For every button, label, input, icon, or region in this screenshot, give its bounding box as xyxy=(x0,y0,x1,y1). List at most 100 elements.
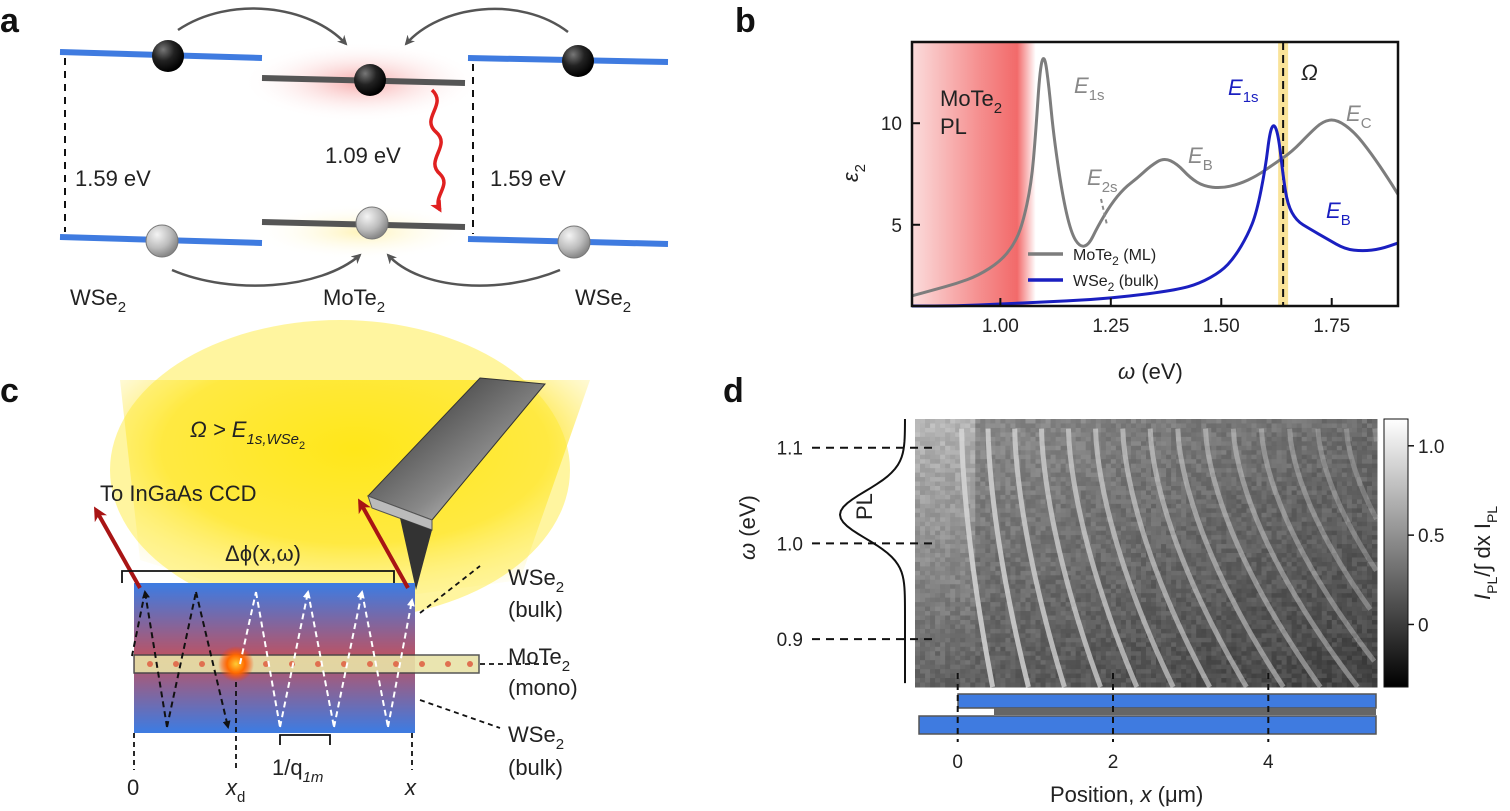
heatmap-cell xyxy=(1171,472,1177,478)
heatmap-cell xyxy=(995,606,1001,612)
heatmap-cell xyxy=(1231,445,1237,451)
heatmap-cell xyxy=(1176,472,1182,478)
heatmap-cell xyxy=(920,486,926,491)
heatmap-cell xyxy=(1120,472,1127,478)
heatmap-cell xyxy=(1256,454,1262,460)
heatmap-cell xyxy=(1060,553,1067,558)
heatmap-cell xyxy=(1186,517,1192,523)
heatmap-cell xyxy=(1070,611,1077,617)
heatmap-cell xyxy=(1060,637,1067,643)
heatmap-cell xyxy=(1060,450,1067,456)
heatmap-cell xyxy=(955,597,961,603)
heatmap-cell xyxy=(1351,651,1358,657)
heatmap-cell xyxy=(980,499,986,505)
heatmap-cell xyxy=(1371,553,1378,558)
heatmap-cell xyxy=(1226,517,1232,523)
heatmap-cell xyxy=(920,633,926,639)
heatmap-cell xyxy=(1326,441,1333,447)
heatmap-cell xyxy=(1351,494,1358,500)
heatmap-cell xyxy=(1296,508,1303,514)
heatmap-cell xyxy=(1371,530,1378,536)
heatmap-cell xyxy=(1196,530,1202,536)
heatmap-cell xyxy=(1100,606,1107,612)
heatmap-cell xyxy=(1100,535,1107,541)
heatmap-cell xyxy=(935,508,941,514)
heatmap-cell xyxy=(1115,593,1122,599)
heatmap-cell xyxy=(1256,606,1262,612)
heatmap-cell xyxy=(1105,566,1112,572)
heatmap-cell xyxy=(1236,597,1242,603)
heatmap-cell xyxy=(1130,633,1137,639)
heatmap-cell xyxy=(1095,561,1102,567)
heatmap-cell xyxy=(1291,602,1298,608)
heatmap-cell xyxy=(990,454,996,460)
heatmap-cell xyxy=(1321,584,1328,590)
heatmap-cell xyxy=(1156,423,1162,429)
heatmap-cell xyxy=(1151,620,1157,625)
heatmap-cell xyxy=(1130,606,1137,612)
heatmap-cell xyxy=(1301,561,1308,567)
heatmap-cell xyxy=(1161,436,1167,442)
heatmap-cell xyxy=(1326,575,1333,581)
heatmap-cell xyxy=(1351,441,1358,447)
heatmap-cell xyxy=(1241,454,1247,460)
heatmap-cell xyxy=(1035,521,1042,527)
heatmap-cell xyxy=(1015,544,1021,550)
heatmap-cell xyxy=(1110,651,1117,657)
heatmap-cell xyxy=(1316,588,1323,594)
heatmap-cell xyxy=(1226,544,1232,550)
heatmap-cell xyxy=(930,526,936,532)
heatmap-cell xyxy=(1336,526,1343,532)
heatmap-cell xyxy=(990,611,996,617)
heatmap-cell xyxy=(1311,593,1318,599)
heatmap-cell xyxy=(1331,579,1338,585)
heatmap-cell xyxy=(1020,468,1026,474)
heatmap-cell xyxy=(1090,530,1097,536)
heatmap-cell xyxy=(1080,427,1087,433)
heatmap-cell xyxy=(1276,530,1283,536)
heatmap-cell xyxy=(1221,459,1227,465)
heatmap-cell xyxy=(1291,620,1298,625)
heatmap-cell xyxy=(1191,468,1197,474)
heatmap-cell xyxy=(1140,575,1147,581)
heatmap-cell xyxy=(935,602,941,608)
heatmap-cell xyxy=(1110,468,1117,474)
heatmap-cell xyxy=(1356,584,1363,590)
heatmap-cell xyxy=(950,468,956,474)
heatmap-cell xyxy=(1341,445,1348,451)
heatmap-cell xyxy=(990,450,996,456)
heatmap-cell xyxy=(1261,503,1268,509)
heatmap-cell xyxy=(925,561,931,567)
heatmap-cell xyxy=(1316,602,1323,608)
heatmap-cell xyxy=(1015,611,1021,617)
heatmap-cell xyxy=(1186,606,1192,612)
heatmap-cell xyxy=(1005,526,1011,532)
heatmap-cell xyxy=(975,544,981,550)
heatmap-cell xyxy=(1326,477,1333,483)
heatmap-cell xyxy=(1181,490,1187,496)
heatmap-cell xyxy=(970,633,976,639)
heatmap-cell xyxy=(1216,459,1222,465)
heatmap-cell xyxy=(950,459,956,465)
heatmap-cell xyxy=(1105,548,1112,554)
heatmap-cell xyxy=(1346,570,1353,576)
heatmap-cell xyxy=(1246,494,1252,500)
heatmap-cell xyxy=(1316,570,1323,576)
heatmap-cell xyxy=(1226,436,1232,442)
heatmap-cell xyxy=(1095,651,1102,657)
heatmap-cell xyxy=(1060,521,1067,527)
heatmap-cell xyxy=(1130,620,1137,625)
heatmap-cell xyxy=(1015,512,1021,518)
heatmap-cell xyxy=(1166,557,1172,563)
heatmap-cell xyxy=(1171,441,1177,447)
heatmap-cell xyxy=(1005,575,1011,581)
heatmap-cell xyxy=(1336,539,1343,545)
heatmap-cell xyxy=(940,530,946,536)
heatmap-cell xyxy=(1361,620,1368,625)
heatmap-cell xyxy=(1281,419,1288,424)
heatmap-cell xyxy=(1060,508,1067,514)
heatmap-cell xyxy=(1321,432,1328,438)
heatmap-cell xyxy=(1105,544,1112,550)
heatmap-cell xyxy=(1146,611,1152,617)
heatmap-cell xyxy=(1371,651,1378,657)
